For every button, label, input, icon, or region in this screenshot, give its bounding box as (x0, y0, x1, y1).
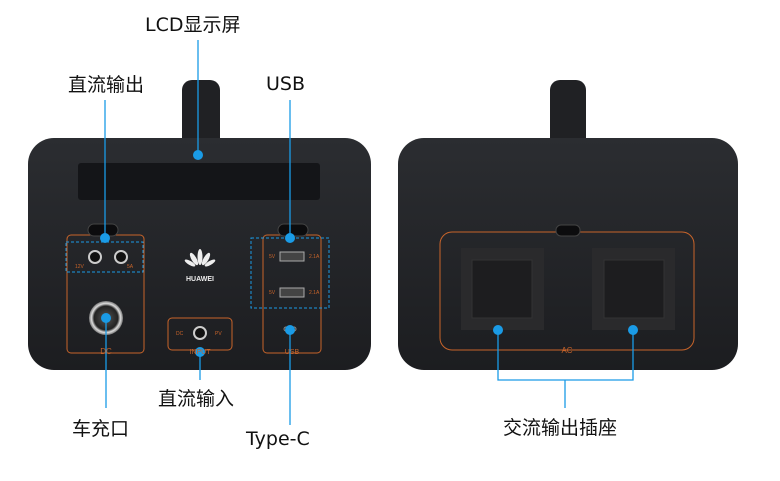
label-usb1-5v: 5V (269, 254, 276, 260)
dc-port-group (65, 241, 144, 273)
brand-wordmark: HUAWEI (186, 276, 214, 283)
label-dc: DC (100, 347, 112, 356)
handle (550, 80, 586, 150)
device-body (398, 138, 738, 370)
dc-port-1 (88, 250, 102, 264)
callout-dc-input: 直流输入 (158, 388, 235, 410)
label-5a: 5A (127, 264, 134, 270)
callout-ac-outlets: 交流输出插座 (503, 417, 618, 439)
label-usb2-21a: 2.1A (309, 290, 320, 296)
front-panel (28, 80, 371, 370)
input-port (193, 326, 207, 340)
callout-usb: USB (266, 73, 306, 95)
dc-port-2 (114, 250, 128, 264)
huawei-logo-icon (184, 249, 216, 267)
callout-car-port: 车充口 (72, 418, 130, 440)
callout-lines (104, 40, 634, 425)
usb-port-1 (279, 251, 305, 262)
handle (182, 80, 220, 150)
label-input: INPUT (190, 349, 212, 356)
label-input-pv: PV (215, 331, 222, 337)
label-ac: AC (561, 346, 572, 355)
back-panel (398, 80, 738, 370)
callout-type-c: Type-C (246, 428, 310, 450)
ac-button (555, 224, 581, 237)
usb-port-group (250, 237, 330, 309)
callout-dc-output: 直流输出 (68, 74, 145, 96)
label-usb: USB (285, 349, 300, 356)
label-input-dc: DC (176, 331, 184, 337)
lcd-screen (78, 163, 320, 200)
label-usb1-21a: 2.1A (309, 254, 320, 260)
label-12v: 12V (75, 264, 85, 270)
callout-dots (100, 150, 638, 357)
callout-lcd: LCD显示屏 (145, 14, 241, 36)
usb-port-2 (279, 287, 305, 298)
label-usb2-5v: 5V (269, 290, 276, 296)
